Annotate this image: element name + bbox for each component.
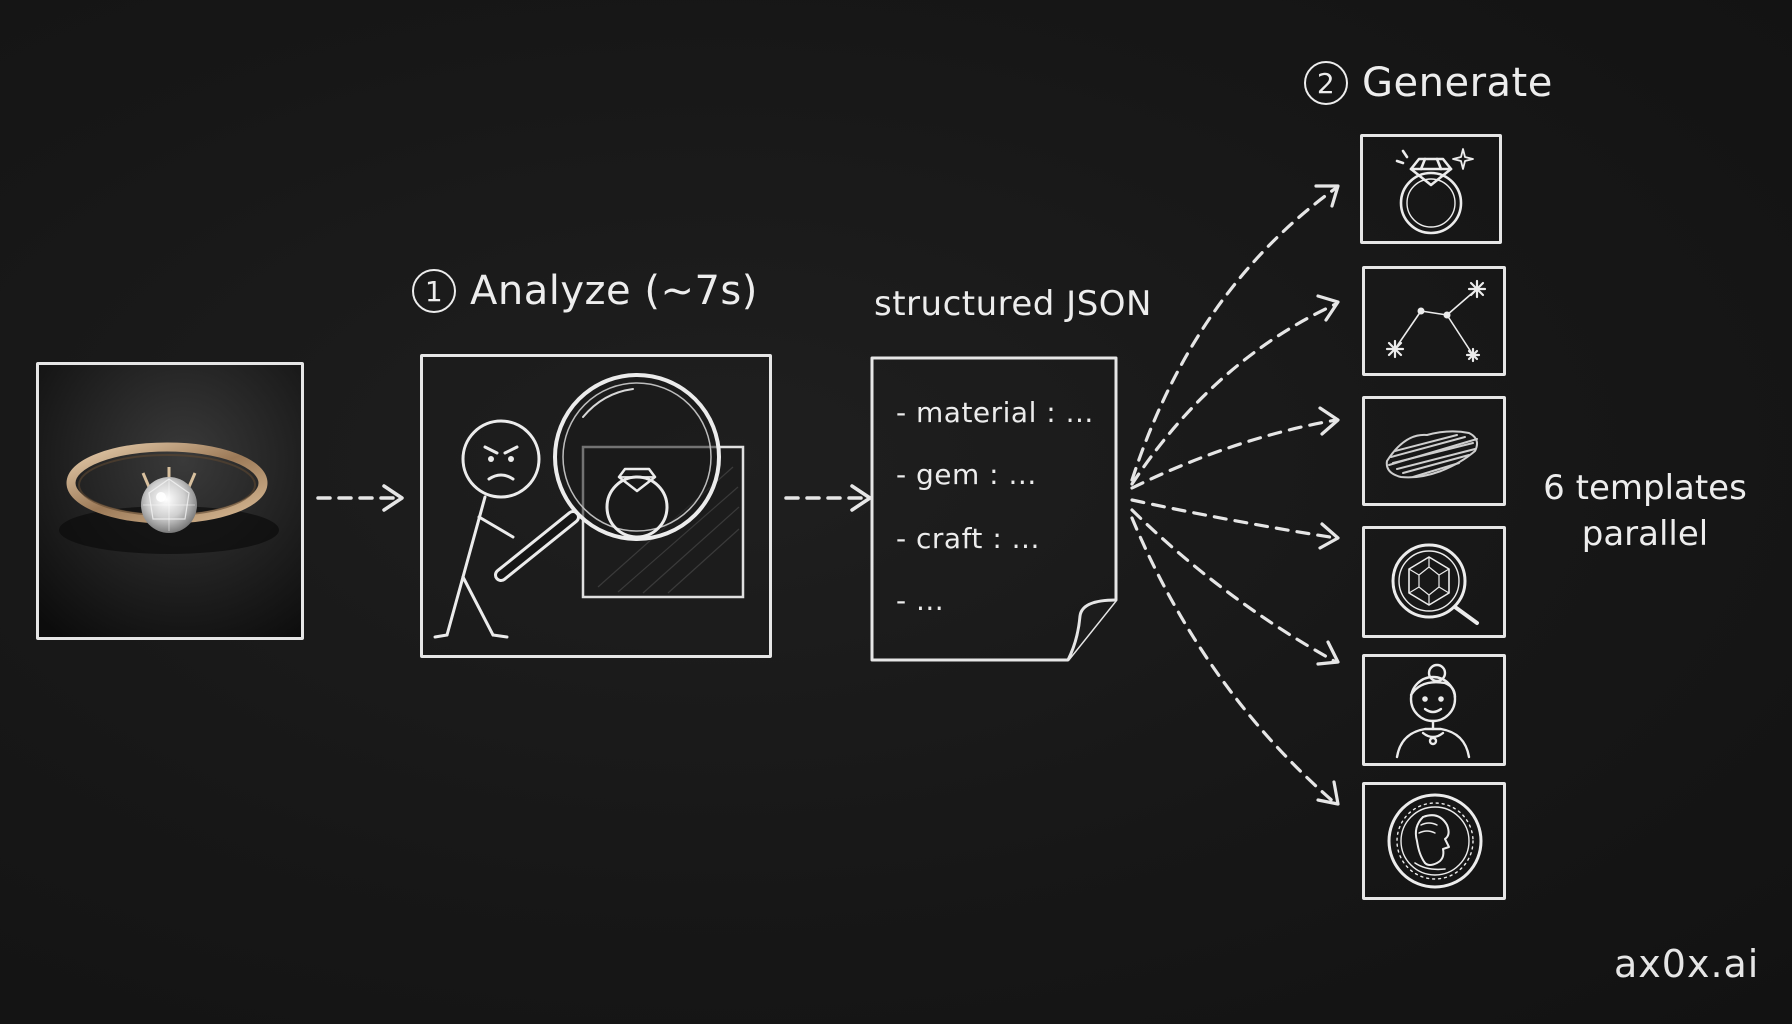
template-tile-2 — [1362, 266, 1506, 376]
brand-watermark: ax0x.ai — [1614, 942, 1760, 986]
coin-medallion-icon — [1387, 793, 1483, 889]
json-document-icon — [870, 356, 1118, 662]
step-generate-text: Generate — [1362, 60, 1553, 106]
magnifier-person-icon — [433, 373, 745, 639]
step-number-2: 2 — [1304, 61, 1348, 105]
arrow-to-json — [784, 484, 872, 512]
woman-portrait-icon — [1395, 663, 1471, 759]
arrow-to-analyze — [316, 484, 404, 512]
texture-scribble-icon — [1385, 430, 1478, 479]
step-generate-label: 2 Generate — [1304, 60, 1553, 106]
json-line-craft: - craft : ... — [896, 522, 1040, 555]
json-line-more: - ... — [896, 584, 945, 617]
step-number-1: 1 — [412, 269, 456, 313]
step-analyze-label: 1 Analyze (~7s) — [412, 268, 758, 314]
template-tile-4 — [1362, 526, 1506, 638]
template-tile-3 — [1362, 396, 1506, 506]
template-tile-5 — [1362, 654, 1506, 766]
json-line-material: - material : ... — [896, 396, 1094, 429]
templates-note-line1: 6 templates — [1543, 468, 1747, 508]
json-line-gem: - gem : ... — [896, 458, 1037, 491]
constellation-icon — [1385, 279, 1487, 363]
input-photo-frame — [36, 362, 304, 640]
template-tile-1 — [1360, 134, 1502, 244]
fan-out-arrows — [1130, 184, 1340, 806]
template-tile-6 — [1362, 782, 1506, 900]
gem-closeup-icon — [1391, 543, 1479, 625]
templates-note: 6 templates parallel — [1540, 466, 1750, 558]
ring-photo — [39, 365, 301, 637]
templates-note-line2: parallel — [1581, 513, 1709, 554]
ring-sparkle-icon — [1395, 148, 1474, 235]
json-card-title: structured JSON — [874, 284, 1152, 324]
analyze-frame — [420, 354, 772, 658]
step-analyze-text: Analyze (~7s) — [470, 268, 758, 314]
